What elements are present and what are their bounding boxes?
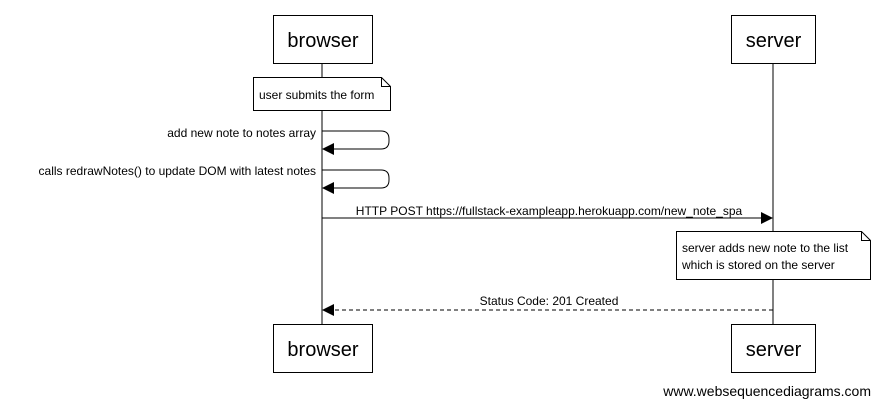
- server-participant-bottom-label: server: [746, 339, 802, 361]
- server-participant-top: server: [731, 15, 816, 64]
- message-http-post-label: HTTP POST https://fullstack-exampleapp.h…: [356, 204, 743, 218]
- self-message-add-note: add new note to notes array: [167, 126, 390, 155]
- browser-participant-top-label: browser: [287, 30, 358, 52]
- message-status-response: Status Code: 201 Created: [322, 294, 773, 316]
- message-http-post: HTTP POST https://fullstack-exampleapp.h…: [322, 204, 773, 224]
- server-participant-top-label: server: [746, 30, 802, 52]
- watermark: www.websequencediagrams.com: [662, 383, 871, 399]
- self-message-redraw: calls redrawNotes() to update DOM with l…: [39, 164, 390, 194]
- arrow-head: [322, 182, 334, 194]
- message-status-response-label: Status Code: 201 Created: [480, 294, 619, 308]
- browser-participant-bottom: browser: [273, 324, 373, 373]
- arrow-head: [761, 212, 773, 224]
- browser-participant-bottom-label: browser: [287, 339, 358, 361]
- note-user-submits-text: user submits the form: [259, 88, 374, 102]
- note-user-submits: user submits the form: [253, 77, 391, 111]
- self-message-redraw-label: calls redrawNotes() to update DOM with l…: [39, 164, 316, 178]
- browser-participant-top: browser: [273, 15, 373, 64]
- note-server-adds: server adds new note to the list which i…: [676, 231, 871, 280]
- server-participant-bottom: server: [731, 324, 816, 373]
- arrow-head: [322, 143, 334, 155]
- self-message-add-note-label: add new note to notes array: [167, 126, 316, 140]
- note-server-adds-line2: which is stored on the server: [681, 258, 835, 272]
- arrow-head: [322, 304, 334, 316]
- note-server-adds-line1: server adds new note to the list: [682, 241, 849, 255]
